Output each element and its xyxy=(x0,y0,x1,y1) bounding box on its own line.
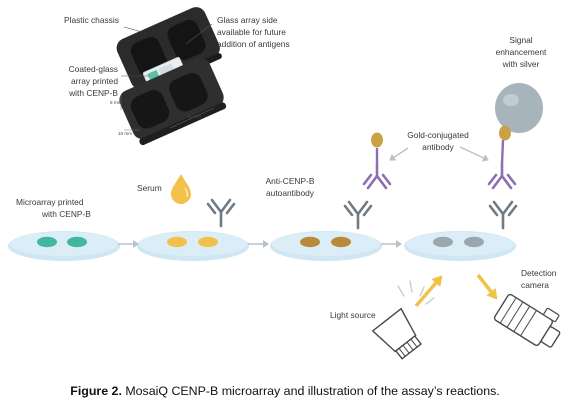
gold-conjugated-antibody-icon-2 xyxy=(487,162,517,190)
spot-yellow-2 xyxy=(198,236,218,248)
chassis-bottom-plate xyxy=(119,58,227,146)
detection-camera-icon xyxy=(493,293,561,348)
figure-caption: Figure 2. MosaiQ CENP-B microarray and i… xyxy=(0,384,570,398)
figure-caption-text: MosaiQ CENP-B microarray and illustratio… xyxy=(121,384,500,398)
light-source-icon xyxy=(371,307,422,360)
dimension-8mm: 8 mm xyxy=(110,100,122,105)
light-in-arrow xyxy=(414,275,443,308)
coated-glass-label-3: with CENP-B xyxy=(69,88,118,98)
serum-label: Serum xyxy=(137,183,162,193)
glass-array-side-label-2: available for future xyxy=(217,27,286,37)
spot-yellow-1 xyxy=(167,236,187,248)
spot-green-1 xyxy=(37,236,57,248)
dimension-40mm: 40 mm xyxy=(187,114,202,119)
gold-conjugated-antibody-icon-1 xyxy=(362,162,392,190)
gold-conjugated-label-2: antibody xyxy=(422,142,454,152)
anti-cenp-b-label-1: Anti-CENP-B xyxy=(265,176,315,186)
signal-enhancement-label-3: with silver xyxy=(502,59,540,69)
detection-camera-label-1: Detection xyxy=(521,268,557,278)
light-rays-icon xyxy=(397,280,435,305)
spot-gray-2 xyxy=(464,236,484,248)
spot-brown-1 xyxy=(300,236,320,248)
silver-enhancement-icon xyxy=(495,83,543,133)
spot-brown-2 xyxy=(331,236,351,248)
signal-enhancement-label-2: enhancement xyxy=(495,47,547,57)
gold-particle-icon-1 xyxy=(371,132,383,148)
microarray-label-2: with CENP-B xyxy=(42,209,91,219)
spot-green-2 xyxy=(67,236,87,248)
cartridge-illustration xyxy=(116,7,227,146)
spot-gray-1 xyxy=(433,236,453,248)
signal-enhancement-label-1: Signal xyxy=(509,35,533,45)
serum-drop-icon xyxy=(171,174,191,204)
coated-glass-label-1: Coated-glass xyxy=(68,64,118,74)
anti-cenp-b-label-2: autoantibody xyxy=(266,188,314,198)
light-source-label: Light source xyxy=(330,310,376,320)
slide-1 xyxy=(8,231,120,261)
slide-4 xyxy=(404,231,516,261)
microarray-label-1: Microarray printed xyxy=(16,197,84,207)
bound-autoantibody-icon xyxy=(343,200,373,230)
anti-cenp-b-antibody-icon xyxy=(206,198,236,228)
slide-2 xyxy=(137,231,249,261)
gold-conjugated-label-1: Gold-conjugated xyxy=(407,130,469,140)
glass-array-side-label-1: Glass array side xyxy=(217,15,278,25)
detection-camera-label-2: camera xyxy=(521,280,549,290)
figure-number: Figure 2. xyxy=(70,384,122,398)
slide-3 xyxy=(270,231,382,261)
bound-autoantibody-icon-2 xyxy=(488,200,518,230)
coated-glass-label-2: array printed xyxy=(70,76,118,86)
dimension-10mm: 10 mm xyxy=(118,131,133,136)
light-out-arrow xyxy=(476,273,498,300)
glass-array-side-label-3: addition of antigens xyxy=(217,39,290,49)
gold-particle-icon-2 xyxy=(499,125,511,141)
plastic-chassis-label: Plastic chassis xyxy=(64,15,119,25)
